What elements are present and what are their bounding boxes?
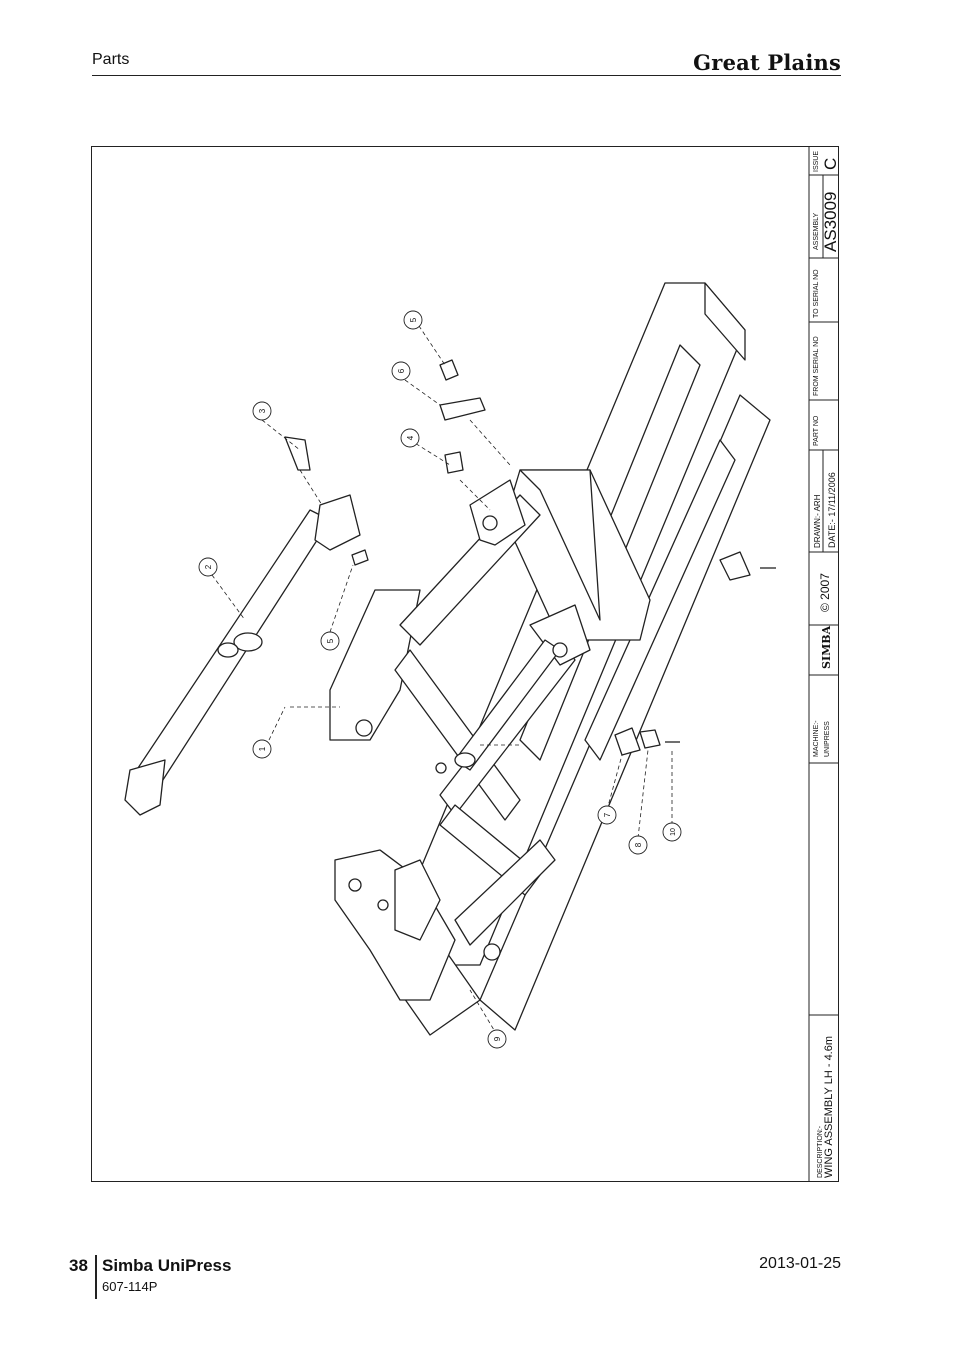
machine-label: MACHINE:- — [813, 720, 820, 757]
callout-10-label: 10 — [670, 828, 677, 836]
callout-9 — [487, 1029, 507, 1049]
footer-divider — [95, 1255, 97, 1299]
callout-2 — [198, 557, 218, 577]
callout-3-label: 3 — [258, 408, 267, 413]
document-code: 607-114P — [102, 1279, 158, 1294]
simba-logo: SIMBA — [820, 625, 833, 669]
callout-4 — [400, 428, 420, 448]
callout-9-label: 9 — [493, 1036, 502, 1041]
callout-8-label: 8 — [634, 842, 643, 847]
from-serial-label: FROM SERIAL NO — [813, 336, 820, 396]
callout-2-label: 2 — [204, 564, 213, 569]
title-block — [808, 146, 839, 1182]
callout-1-label: 1 — [258, 746, 267, 751]
callout-5a-label: 5 — [326, 638, 335, 643]
description-label: DESCRIPTION:- — [817, 1125, 824, 1178]
part-callouts — [198, 310, 682, 1049]
publish-date: 2013-01-25 — [759, 1255, 841, 1272]
description-value: WING ASSEMBLY LH - 4.6m — [823, 1036, 835, 1178]
callout-5b — [403, 310, 423, 330]
drawn-by: DRAWN:- ARH — [813, 494, 822, 548]
assembly-value: AS3009 — [821, 192, 840, 253]
assembly-label: ASSEMBLY — [813, 212, 820, 250]
leader-lines — [211, 319, 673, 1036]
callout-8 — [628, 835, 648, 855]
product-name: Simba UniPress — [102, 1256, 232, 1275]
to-serial-label: TO SERIAL NO — [813, 269, 820, 318]
brand-logo: Great Plains — [693, 50, 841, 75]
page-number: 38 — [69, 1256, 88, 1275]
callout-1 — [252, 739, 272, 759]
issue-label: ISSUE — [813, 151, 820, 172]
callout-10 — [662, 822, 682, 842]
callout-7 — [597, 805, 617, 825]
callout-5b-label: 5 — [409, 317, 418, 322]
copyright: © 2007 — [818, 573, 832, 612]
drawing-frame — [91, 146, 839, 1182]
section-label: Parts — [92, 51, 130, 68]
callout-3 — [252, 401, 272, 421]
issue-value: C — [821, 158, 840, 170]
drawing-date: DATE:- 17/11/2006 — [827, 472, 837, 548]
machine-value: UNIPRESS — [824, 721, 831, 757]
callout-6-label: 6 — [397, 368, 406, 373]
wing-frame-drawing — [124, 282, 776, 1036]
header-divider — [92, 75, 841, 76]
callout-6 — [391, 361, 411, 381]
part-no-label: PART NO — [813, 415, 820, 446]
callout-5a — [320, 631, 340, 651]
callout-7-label: 7 — [603, 812, 612, 817]
callout-4-label: 4 — [406, 435, 415, 440]
